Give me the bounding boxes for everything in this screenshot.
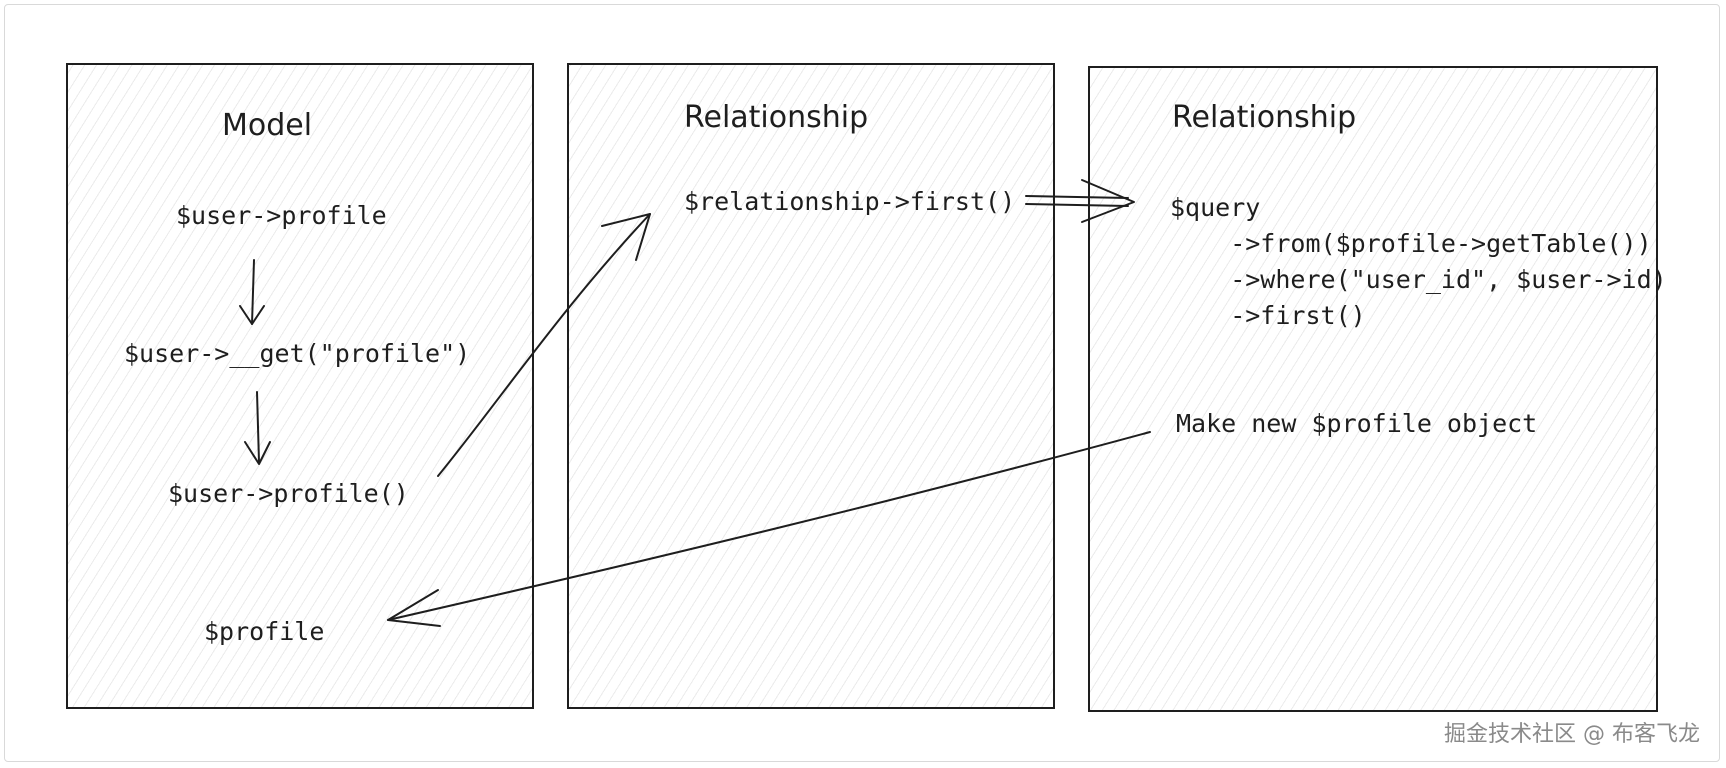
query-panel-title: Relationship (1172, 100, 1357, 135)
query-code-line-4: ->first() (1170, 301, 1366, 330)
query-note: Make new $profile object (1176, 409, 1538, 438)
relationship-title: Relationship (684, 100, 869, 135)
relationship-first-call: $relationship->first() (684, 187, 1016, 216)
query-code-line-2: ->from($profile->getTable()) (1170, 229, 1652, 258)
model-line-profile-var: $profile (204, 617, 325, 646)
model-line-magic-get: $user->__get("profile") (124, 339, 471, 368)
model-title: Model (222, 108, 313, 143)
query-panel (1088, 66, 1658, 712)
image-frame (4, 4, 1720, 762)
down-arrow-icon (244, 391, 271, 465)
query-code-line-3: ->where("user_id", $user->id) (1170, 265, 1667, 294)
relationship-panel (567, 63, 1055, 709)
query-code-line-1: $query (1170, 193, 1261, 222)
diagonal-arrow-icon (437, 213, 651, 477)
model-line-user-profile: $user->profile (176, 201, 387, 230)
watermark: 掘金技术社区 @ 布客飞龙 (1444, 722, 1700, 747)
model-line-profile-method: $user->profile() (168, 479, 409, 508)
return-arrow-icon (387, 431, 1151, 627)
model-panel (66, 63, 534, 709)
down-arrow-icon (239, 259, 265, 325)
double-arrow-icon (1025, 179, 1135, 223)
